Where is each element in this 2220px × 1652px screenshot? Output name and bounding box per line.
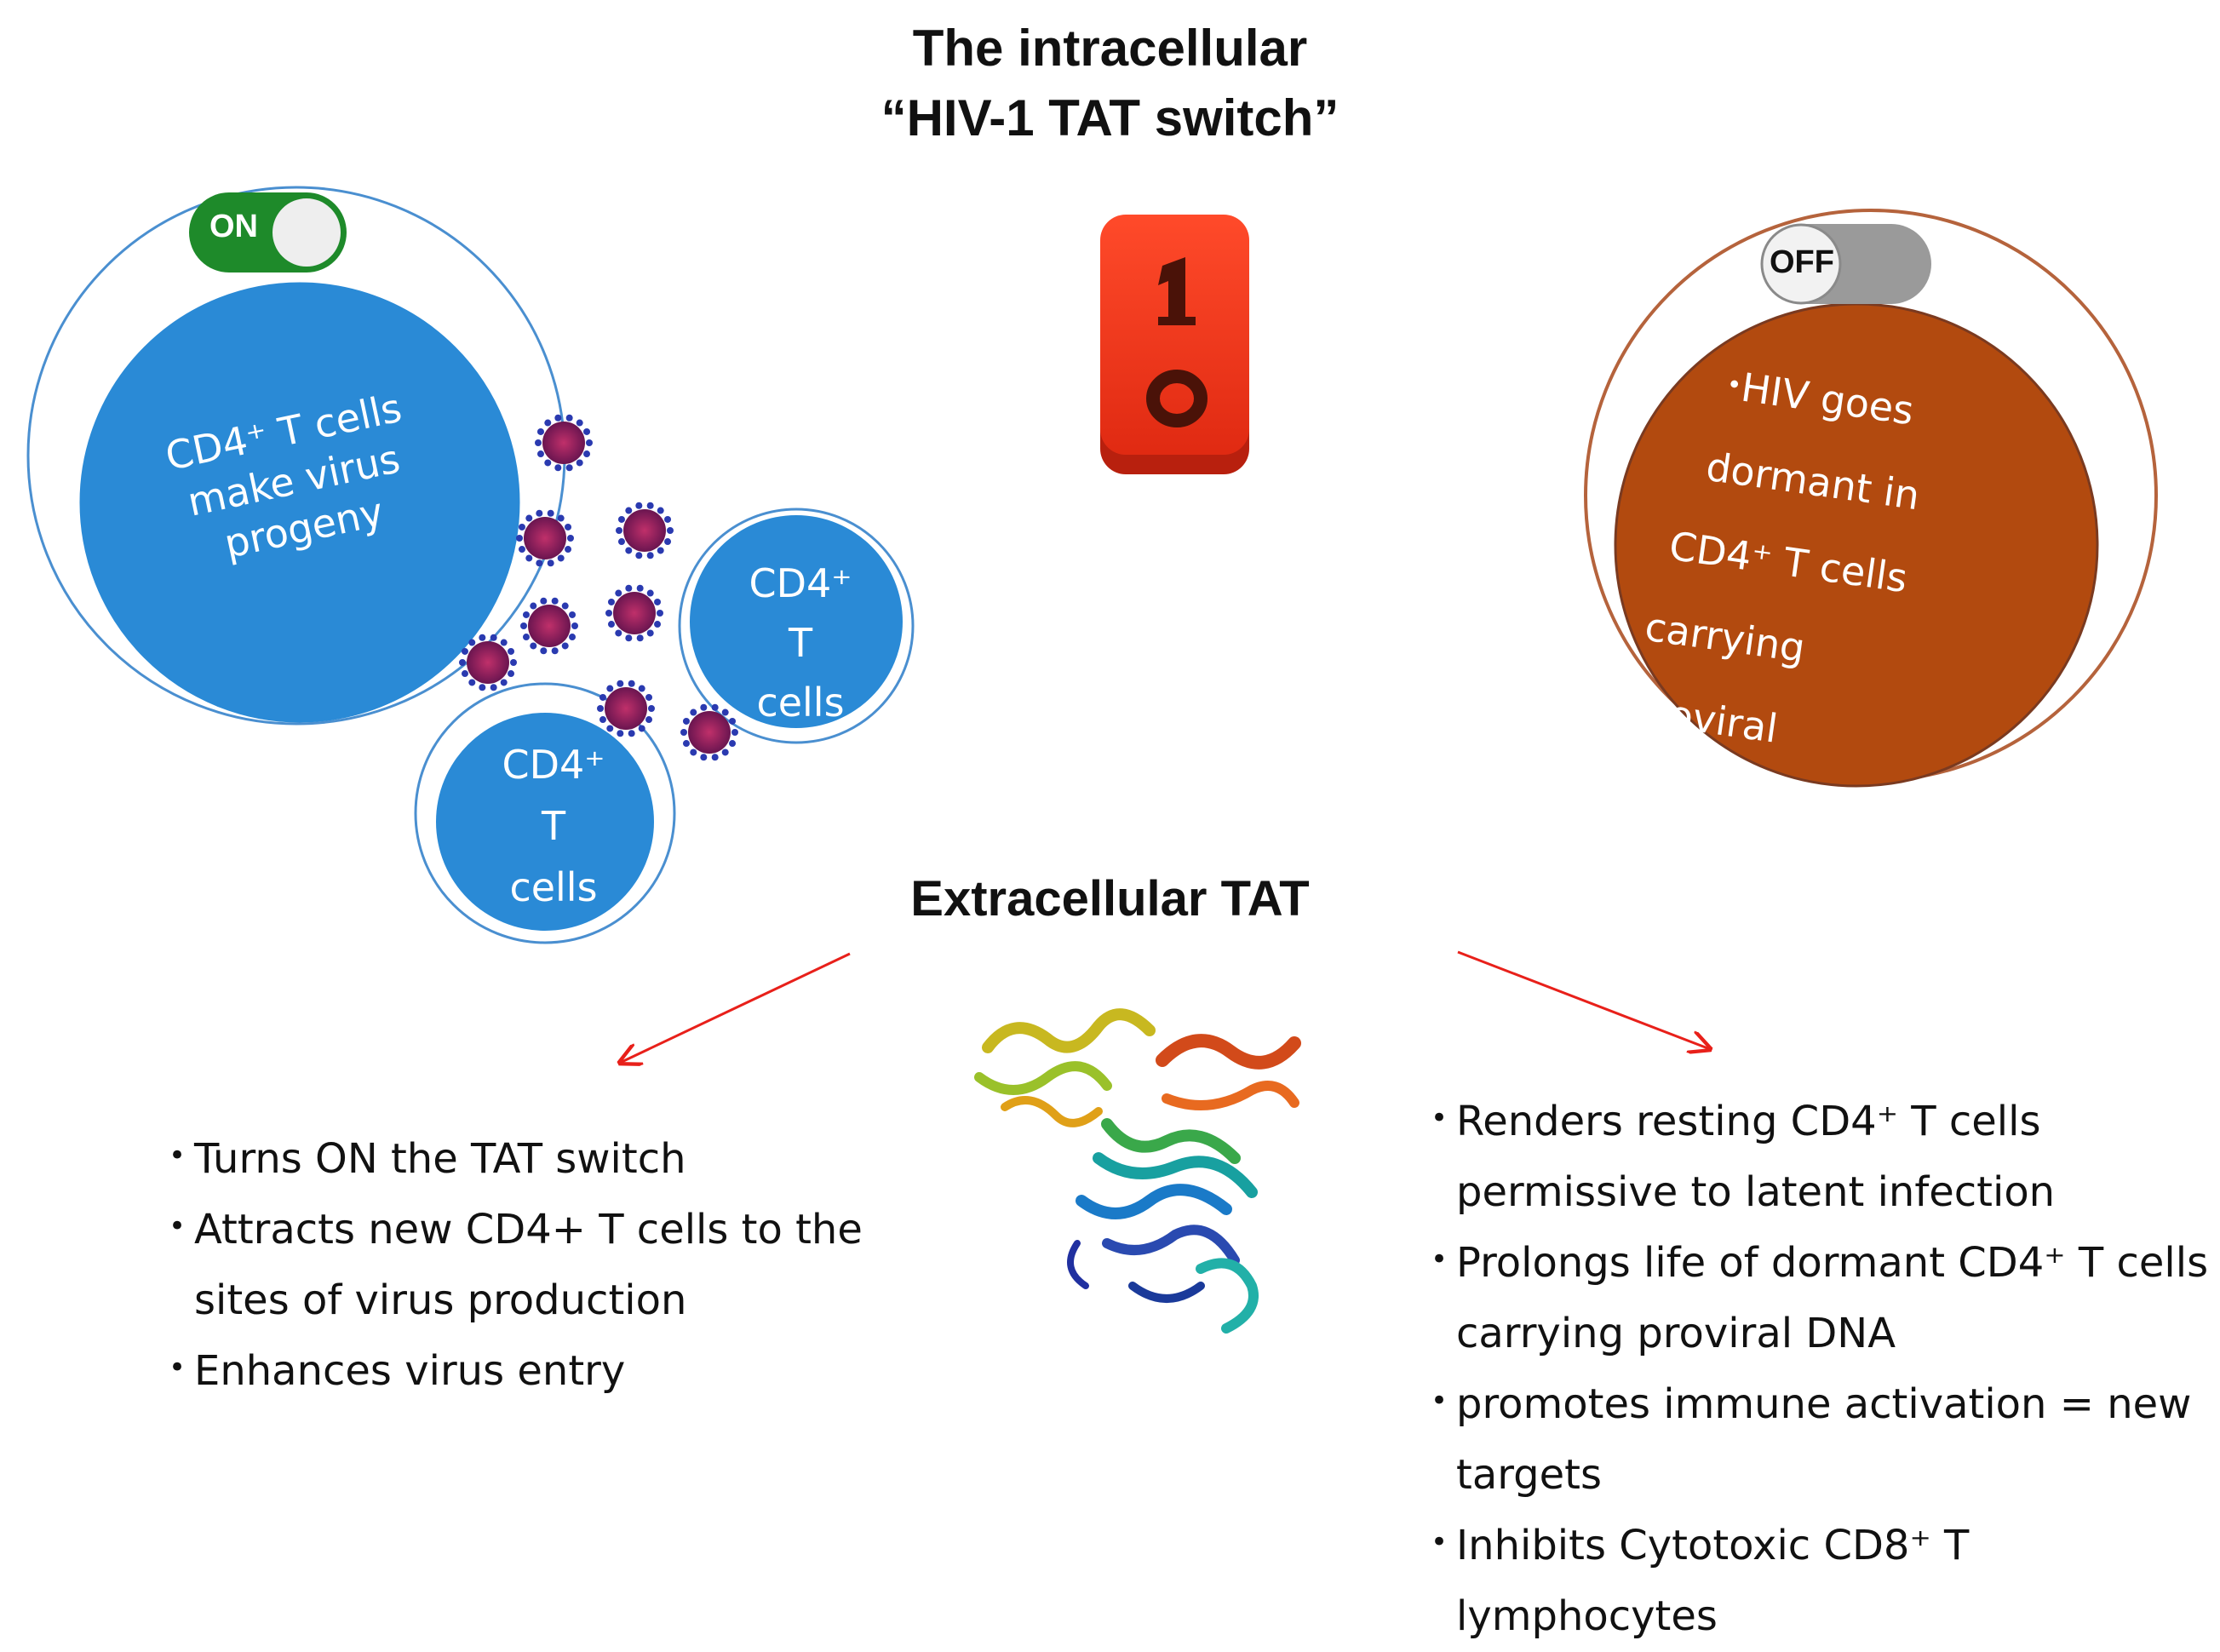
small-cell-2-line-1: CD4⁺: [502, 742, 605, 788]
small-cell-2-body: [436, 713, 654, 931]
virus-particle-icon: [520, 597, 578, 655]
small-cell-2-line-3: cells: [509, 864, 598, 910]
diagram: The intracellular “HIV-1 TAT switch”: [0, 0, 2220, 1592]
virus-particle-icon: [459, 634, 517, 691]
diagram-graphics: [26, 186, 2158, 1334]
off-cell-text: •HIV goes dormant in CD4⁺ T cells carryi…: [1593, 336, 2011, 879]
title-line-1: The intracellular: [912, 20, 1308, 77]
small-cell-1-body: [690, 515, 903, 728]
small-cell-1-line-3: cells: [756, 680, 845, 726]
left-effect-1: Turns ON the TAT switch: [169, 1121, 935, 1195]
left-effects-list: Turns ON the TAT switch Attracts new CD4…: [169, 1121, 935, 1407]
off-toggle-label: OFF: [1770, 244, 1834, 280]
virus-particle-icon: [605, 584, 663, 642]
small-cell-2-text: CD4⁺ T cells: [473, 734, 634, 918]
small-cell-2-line-2: T: [541, 803, 566, 849]
on-cell-body: [79, 282, 520, 723]
virus-particles: [459, 414, 738, 761]
virus-particle-icon: [516, 509, 574, 567]
virus-particle-icon: [680, 703, 738, 761]
right-effect-4: Inhibits Cytotoxic CD8⁺ T lymphocytes: [1431, 1507, 2214, 1652]
arrow-right: [1457, 950, 1710, 1049]
off-toggle: [1760, 223, 1931, 305]
on-toggle: [189, 192, 347, 272]
small-cell-2-outline: [414, 682, 676, 944]
virus-particle-icon: [616, 502, 674, 559]
rocker-switch-icon: [1100, 215, 1249, 474]
small-cell-1-line-2: T: [788, 620, 813, 666]
on-toggle-label: ON: [209, 209, 258, 244]
extracellular-heading: Extracellular TAT: [910, 871, 1310, 926]
virus-particle-icon: [535, 414, 593, 472]
small-cell-1-line-1: CD4⁺: [749, 560, 852, 606]
arrow-left: [620, 952, 851, 1063]
left-effect-3: Enhances virus entry: [169, 1333, 935, 1407]
right-effect-2: Prolongs life of dormant CD4⁺ T cellscar…: [1431, 1225, 2214, 1369]
tat-protein-structure-image: [974, 1008, 1301, 1334]
small-cell-1-text: CD4⁺ T cells: [720, 554, 881, 732]
title-line-2: “HIV-1 TAT switch”: [881, 89, 1339, 146]
small-cell-1-outline: [678, 508, 915, 744]
virus-particle-icon: [597, 680, 655, 737]
